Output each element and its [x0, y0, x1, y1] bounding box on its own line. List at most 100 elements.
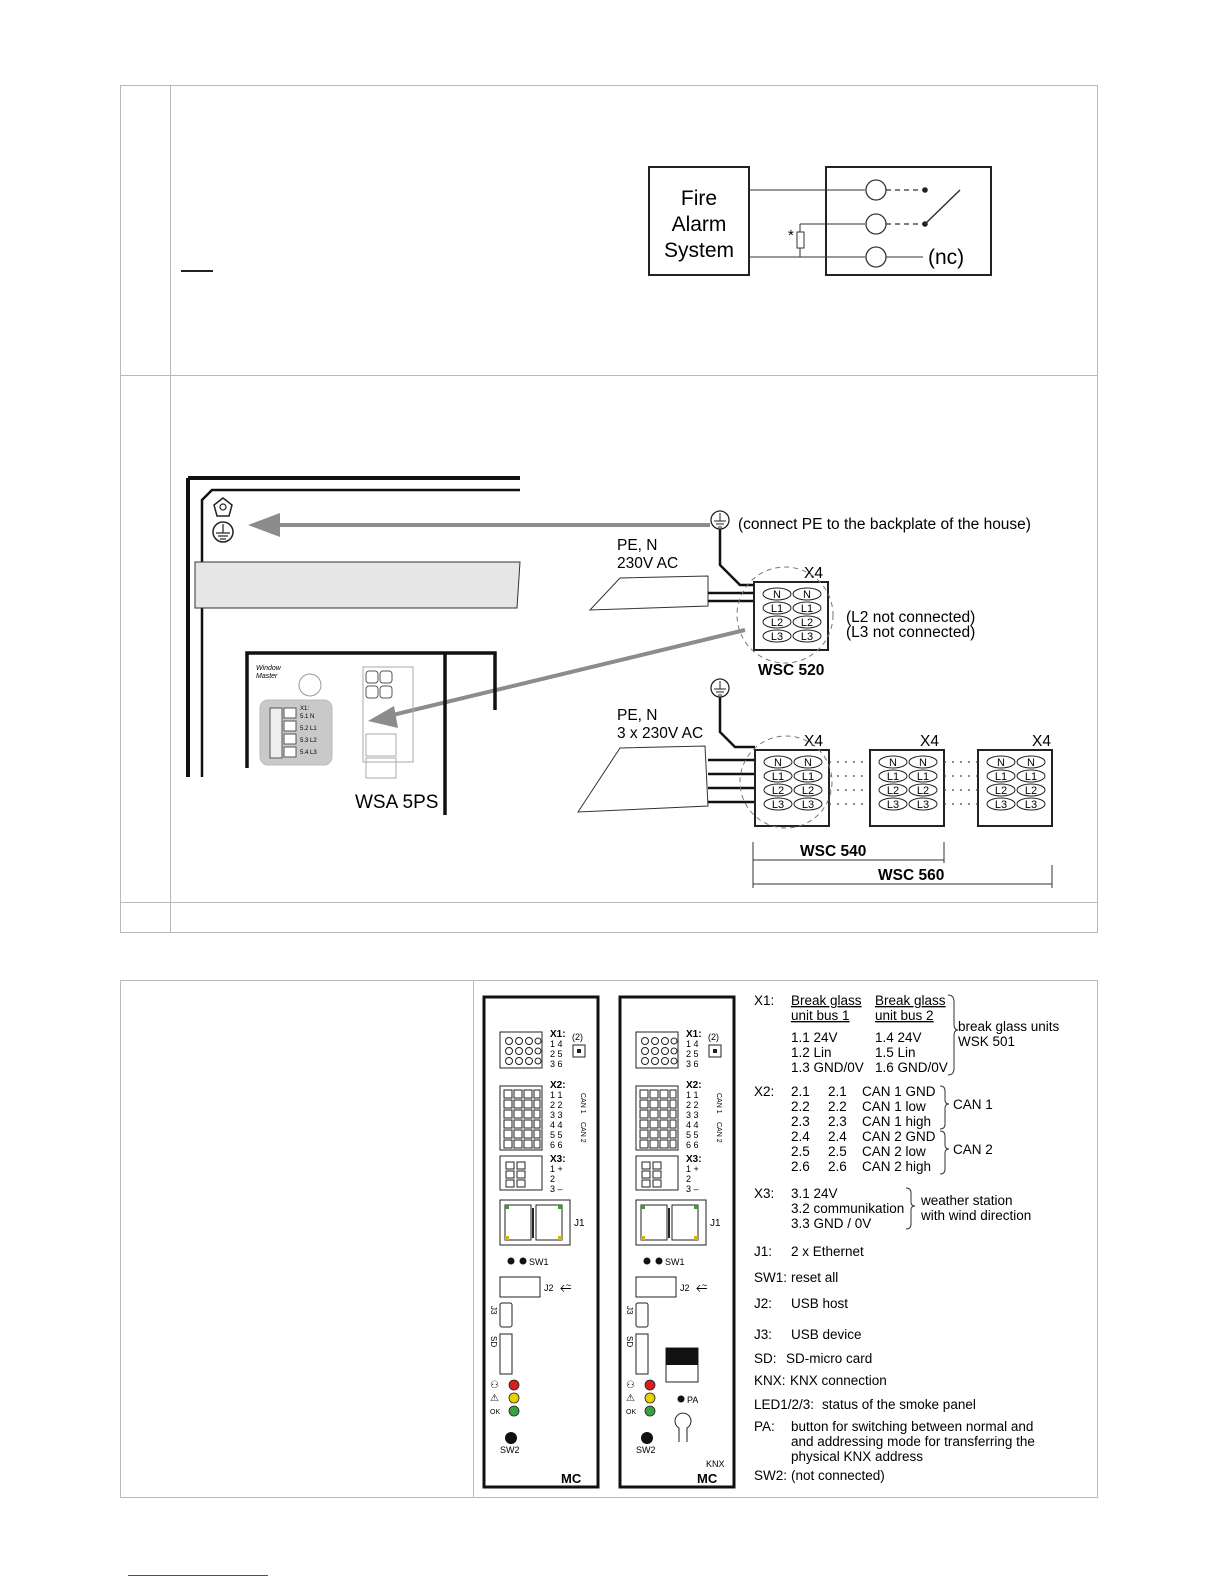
- legend-sw1-key: SW1:: [754, 1270, 787, 1285]
- wsa-logo: Window: [256, 665, 282, 672]
- svg-text:WSK 501: WSK 501: [958, 1034, 1015, 1049]
- legend-knx-value: KNX connection: [790, 1373, 887, 1388]
- legend-pa-value-2: and addressing mode for transferring the: [791, 1434, 1035, 1449]
- svg-text:L3: L3: [887, 799, 899, 811]
- svg-text:SW2: SW2: [636, 1445, 656, 1455]
- svg-text:2.6: 2.6: [791, 1159, 810, 1174]
- table-bottom-col-divider: [473, 980, 474, 1498]
- l3-note: (L3 not connected): [846, 624, 975, 641]
- mc-x2-connector: [499, 1085, 543, 1151]
- svg-text:6 6: 6 6: [686, 1140, 699, 1150]
- wsc540-label: WSC 540: [800, 843, 866, 860]
- terminal-3: [865, 246, 887, 268]
- pe-symbol-pentagon: [213, 497, 233, 517]
- svg-text:L2: L2: [771, 617, 783, 629]
- svg-text:L2: L2: [1025, 785, 1037, 797]
- fire-alarm-diagram: Fire Alarm System * (nc): [648, 166, 992, 276]
- svg-text:X4: X4: [920, 733, 939, 750]
- led-red: [644, 1379, 656, 1391]
- wsa-logo-2: Master: [256, 673, 278, 680]
- wsa-label: WSA 5PS: [355, 792, 438, 813]
- svg-text:CAN 1 low: CAN 1 low: [862, 1099, 926, 1114]
- svg-text:SD: SD: [489, 1336, 498, 1347]
- legend-j3-value: USB device: [791, 1327, 862, 1342]
- led-green: [508, 1405, 520, 1417]
- warning-icon: ⚠: [490, 1393, 499, 1404]
- wsc520-label: WSC 520: [758, 662, 824, 679]
- svg-text:SW2: SW2: [500, 1445, 520, 1455]
- svg-text:1.4 24V: 1.4 24V: [875, 1030, 922, 1045]
- svg-text:2 2: 2 2: [550, 1100, 563, 1110]
- svg-text:CAN 1: CAN 1: [715, 1093, 722, 1114]
- footer-link-underline[interactable]: [128, 1575, 268, 1576]
- svg-text:CAN 2: CAN 2: [953, 1142, 993, 1157]
- nc-label: (nc): [928, 246, 964, 269]
- mc-label-2: MC: [697, 1471, 718, 1486]
- svg-text:SW1: SW1: [529, 1257, 549, 1267]
- svg-text:2.5: 2.5: [791, 1144, 810, 1159]
- svg-text:2.1: 2.1: [791, 1084, 810, 1099]
- legend-pa-key: PA:: [754, 1419, 775, 1434]
- knx-sd-slot: [635, 1333, 649, 1375]
- terminal-block-540-a: X4 N N L1 L1 L2 L2 L3 L3: [739, 733, 833, 829]
- legend-x2-key: X2:: [754, 1084, 774, 1099]
- svg-text:SD: SD: [625, 1336, 634, 1347]
- svg-text:1 4: 1 4: [550, 1039, 563, 1049]
- svg-text:4 4: 4 4: [550, 1120, 563, 1130]
- table-top-row-divider-2: [120, 902, 1098, 903]
- svg-text:2.2: 2.2: [791, 1099, 810, 1114]
- switch-blade: [924, 189, 961, 225]
- legend-x1-key: X1:: [754, 993, 774, 1008]
- mc-x3-connector: [499, 1155, 543, 1191]
- mc-sw2: [505, 1432, 517, 1444]
- svg-text:J1: J1: [710, 1218, 721, 1229]
- svg-text:CAN 1: CAN 1: [953, 1097, 993, 1112]
- svg-text:3 6: 3 6: [550, 1059, 563, 1069]
- svg-text:N: N: [889, 757, 897, 769]
- wsc560-label: WSC 560: [878, 867, 944, 884]
- svg-text:SW1: SW1: [665, 1257, 685, 1267]
- svg-text:L2: L2: [772, 785, 784, 797]
- svg-text:2 2: 2 2: [686, 1100, 699, 1110]
- knx-j2-usb: [635, 1276, 677, 1298]
- svg-text:1.3 GND/0V: 1.3 GND/0V: [791, 1060, 864, 1075]
- legend-sw2-key: SW2:: [754, 1468, 787, 1483]
- svg-text:2 5: 2 5: [550, 1049, 563, 1059]
- svg-text:L3: L3: [1025, 799, 1037, 811]
- led-red: [508, 1379, 520, 1391]
- pe-hint: (connect PE to the backplate of the hous…: [738, 516, 1031, 533]
- mc-j2-usb: [499, 1276, 541, 1298]
- svg-text:unit bus 2: unit bus 2: [875, 1008, 934, 1023]
- svg-text:5 5: 5 5: [686, 1130, 699, 1140]
- svg-text:X3:: X3:: [550, 1154, 566, 1165]
- svg-text:5.1 N: 5.1 N: [300, 714, 314, 720]
- svg-text:CAN 1 high: CAN 1 high: [862, 1114, 931, 1129]
- svg-text:L3: L3: [802, 799, 814, 811]
- svg-text:X2:: X2:: [550, 1080, 566, 1091]
- svg-text:X1:: X1:: [300, 706, 309, 712]
- knx-label: KNX: [706, 1459, 725, 1469]
- svg-text:J2: J2: [544, 1283, 554, 1293]
- svg-text:X4: X4: [1032, 733, 1051, 750]
- svg-text:L1: L1: [1025, 771, 1037, 783]
- feed1-line1: PE, N: [617, 537, 657, 554]
- svg-text:5.2 L1: 5.2 L1: [300, 726, 317, 732]
- legend-sw1-value: reset all: [791, 1270, 838, 1285]
- board-diagram: X1: 1 4 2 5 3 6 (2) X2: 1 1 2 2 3 3 4 4 …: [482, 995, 736, 1489]
- svg-text:3 6: 3 6: [686, 1059, 699, 1069]
- svg-text:Break glass: Break glass: [791, 993, 862, 1008]
- svg-text:L2: L2: [995, 785, 1007, 797]
- cover-plate: [194, 561, 521, 609]
- legend-sd-key: SD:: [754, 1351, 777, 1366]
- fire-alarm-box: [648, 166, 750, 276]
- x4-label-520: X4: [804, 565, 823, 582]
- legend-pa-value-1: button for switching between normal and: [791, 1419, 1033, 1434]
- svg-text:L1: L1: [772, 771, 784, 783]
- svg-text:L3: L3: [917, 799, 929, 811]
- person-icon: ⚇: [626, 1380, 635, 1391]
- mc-j1-ethernet: [499, 1199, 571, 1246]
- svg-text:2.4: 2.4: [828, 1129, 847, 1144]
- svg-text:N: N: [997, 757, 1005, 769]
- svg-text:1 +: 1 +: [550, 1164, 563, 1174]
- svg-text:L3: L3: [771, 631, 783, 643]
